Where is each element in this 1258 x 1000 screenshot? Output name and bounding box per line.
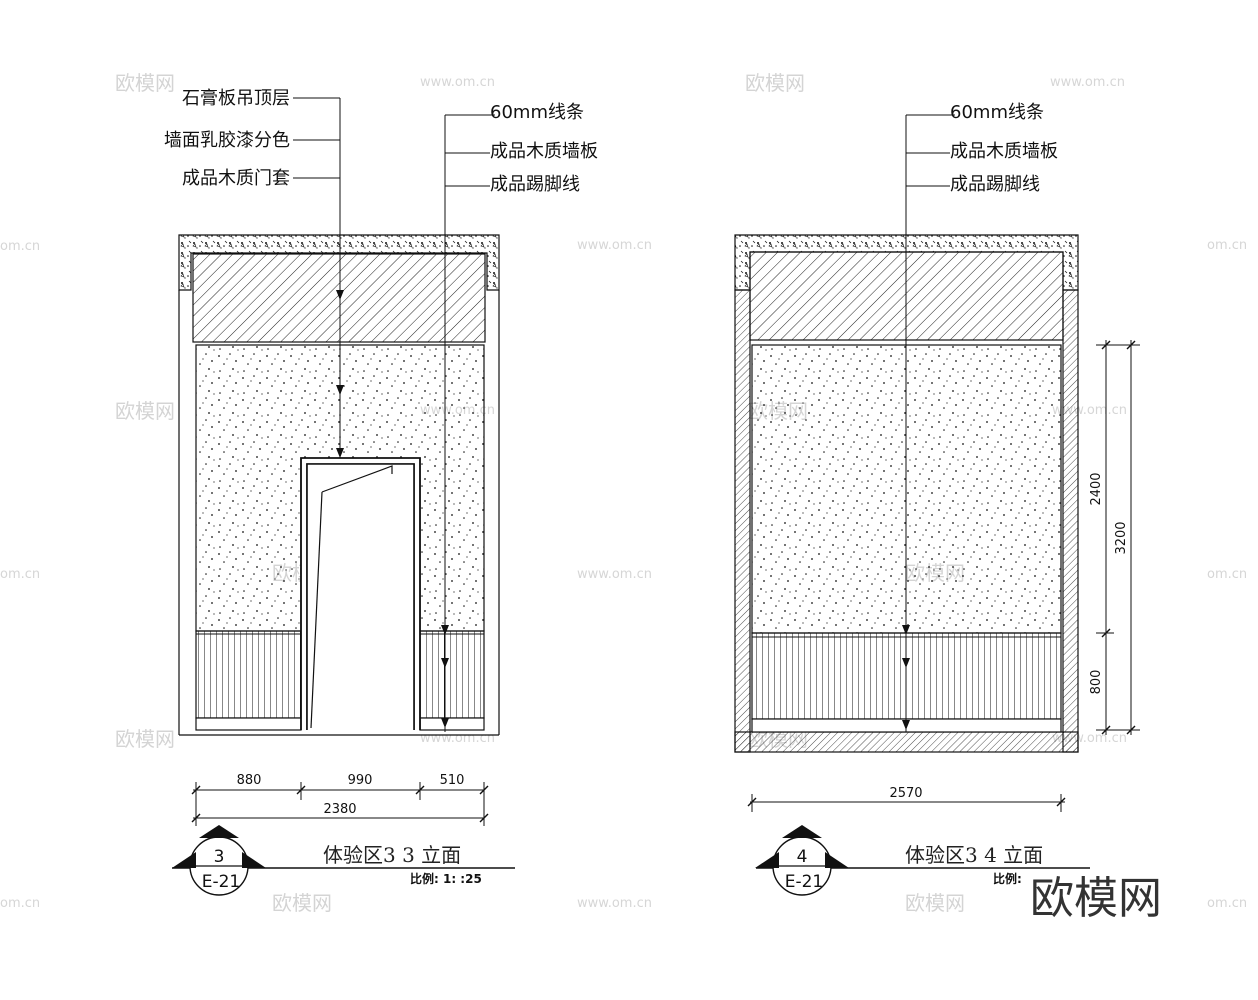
watermark-brand: 欧模网 <box>115 727 175 751</box>
section-symbol-arrow-top <box>782 825 822 838</box>
watermark-url: www.om.cn <box>577 238 652 253</box>
dimension-label: 2380 <box>323 802 356 817</box>
section-symbol-arrow-right <box>242 852 266 868</box>
elevation-title: 体验区3 3 立面 <box>323 843 461 867</box>
section-symbol-arrow-left <box>755 852 779 868</box>
section-symbol-number: 3 <box>214 847 225 867</box>
leader-label: 成品踢脚线 <box>490 174 580 195</box>
watermark-url: www.om.cn <box>1050 75 1125 90</box>
watermark-url: om.cn <box>1207 238 1247 253</box>
right-elevation <box>734 114 1140 896</box>
dimension-label: 2570 <box>889 786 922 801</box>
wall-right <box>1062 289 1079 753</box>
dimension-label: 800 <box>1089 670 1104 695</box>
door-frame-fill <box>307 464 414 730</box>
section-symbol-sheet: E-21 <box>202 872 241 892</box>
baseboard-left <box>195 717 302 731</box>
watermark-url: om.cn <box>0 239 40 254</box>
dimension-label: 2400 <box>1089 472 1104 505</box>
dimension-label: 510 <box>440 773 465 788</box>
leader-label: 成品木质门套 <box>182 168 290 189</box>
right-elevation-text: 60mm线条 成品木质墙板 成品踢脚线 2570 2400 800 3200 体… <box>785 102 1129 892</box>
left-elevation-text: 石膏板吊顶层 墙面乳胶漆分色 成品木质门套 60mm线条 成品木质墙板 成品踢脚… <box>164 87 598 892</box>
section-symbol-arrow-left <box>172 852 196 868</box>
watermark-brand: 欧模网 <box>745 71 805 95</box>
leader-label: 石膏板吊顶层 <box>182 87 290 109</box>
left-elevation <box>172 97 515 896</box>
watermark-url: om.cn <box>1207 567 1247 582</box>
leader-label: 成品木质墙板 <box>490 141 598 162</box>
watermark-url: www.om.cn <box>420 75 495 90</box>
watermark-url: om.cn <box>1207 896 1247 911</box>
watermark-url: om.cn <box>0 896 40 911</box>
dimension-label: 880 <box>237 773 262 788</box>
leader-label: 60mm线条 <box>490 102 584 123</box>
watermark-url: om.cn <box>0 567 40 582</box>
section-symbol-arrow-right <box>825 852 849 868</box>
section-symbol-arrow-top <box>199 825 239 838</box>
elevation-scale: 比例: 1: :25 <box>410 871 482 886</box>
watermark-url: www.om.cn <box>420 731 495 746</box>
wood-wall-panel-right <box>419 630 485 719</box>
watermark-url: www.om.cn <box>577 896 652 911</box>
leader-label: 成品踢脚线 <box>950 174 1040 195</box>
watermark-brand: 欧模网 <box>115 71 175 95</box>
door-swing <box>321 465 393 493</box>
wood-wall-panel-left <box>195 630 302 719</box>
section-symbol-sheet: E-21 <box>785 872 824 892</box>
brand-logo: 欧模网 <box>1030 873 1162 924</box>
section-symbol-number: 4 <box>797 847 808 867</box>
dimension-label: 990 <box>348 773 373 788</box>
baseboard-right <box>419 717 485 731</box>
leader-label: 成品木质墙板 <box>950 141 1058 162</box>
watermark-brand: 欧模网 <box>272 891 332 915</box>
ceiling-slab <box>178 234 500 291</box>
floor-slab <box>734 731 1079 753</box>
watermark-brand: 欧模网 <box>115 399 175 423</box>
watermark-url: www.om.cn <box>577 567 652 582</box>
elevation-title: 体验区3 4 立面 <box>905 843 1043 867</box>
gypsum-ceiling <box>192 253 486 343</box>
leader-label: 60mm线条 <box>950 102 1044 123</box>
watermark-brand: 欧模网 <box>905 891 965 915</box>
dimension-label: 3200 <box>1114 521 1129 554</box>
leader-label: 墙面乳胶漆分色 <box>164 130 290 151</box>
elevation-scale: 比例: <box>993 871 1022 886</box>
wall-left <box>734 289 751 753</box>
